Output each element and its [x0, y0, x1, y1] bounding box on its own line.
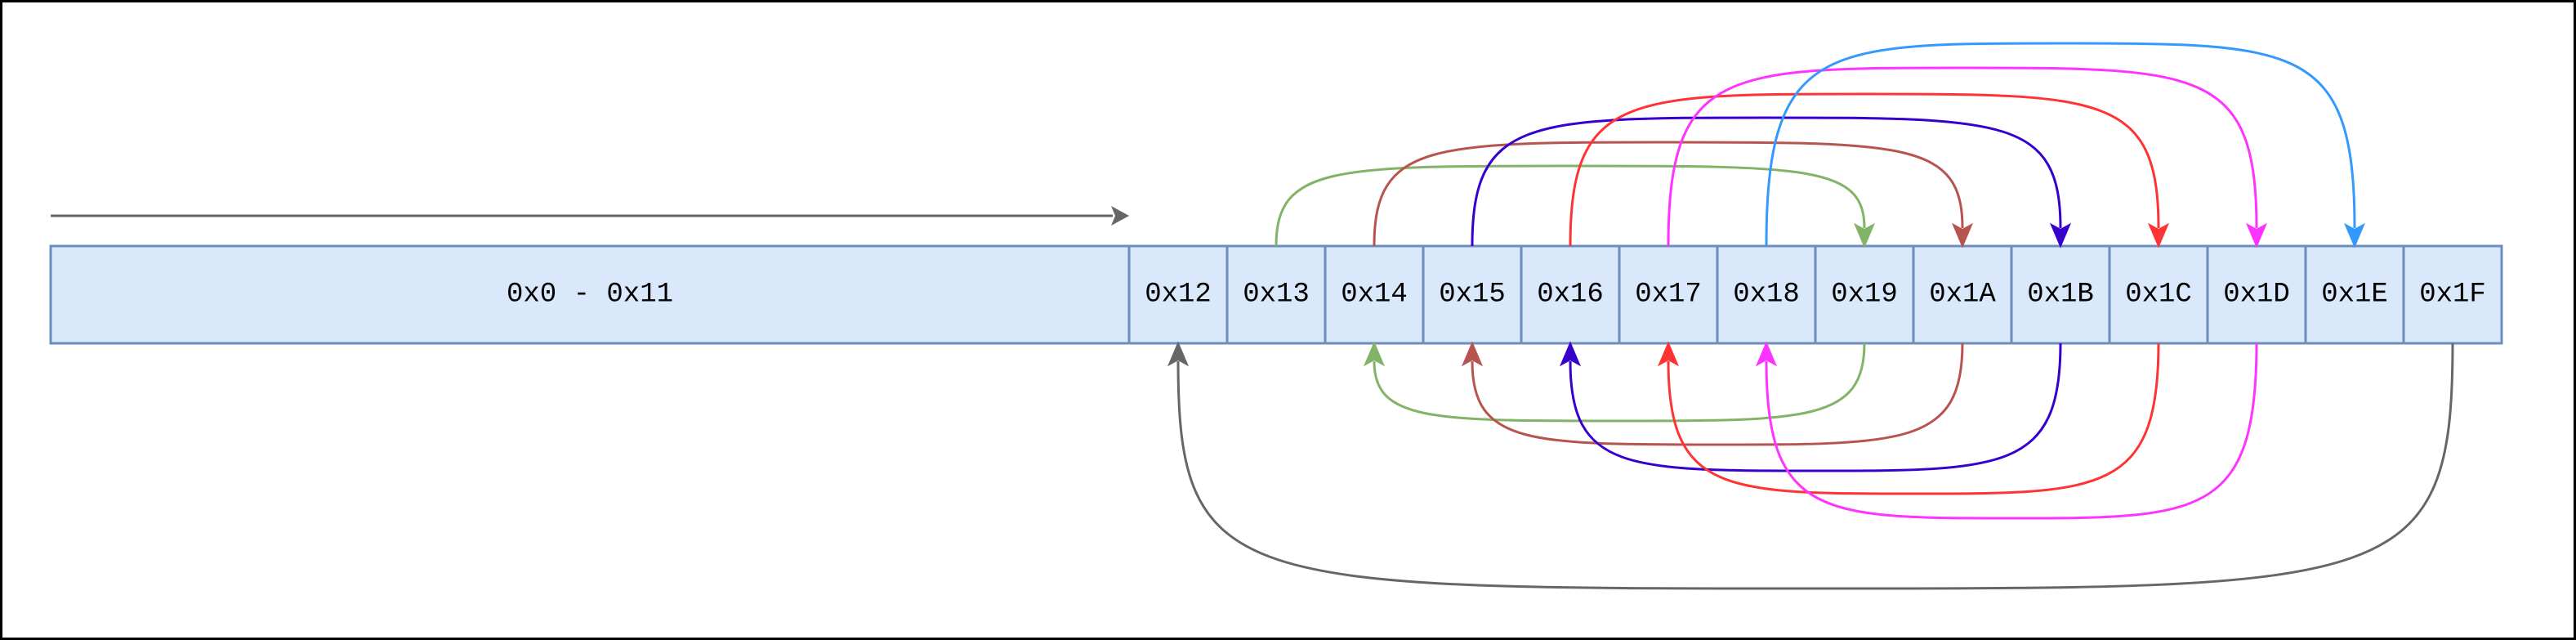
- memory-cell: 0x17: [1618, 244, 1719, 345]
- arrow-0x1A-to-0x15: [1461, 341, 1964, 446]
- memory-cell: 0x13: [1225, 244, 1327, 345]
- arrow-0x19-to-0x14: [1363, 341, 1866, 423]
- arrow-head: [2343, 222, 2366, 248]
- cell-label: 0x12: [1145, 280, 1212, 311]
- cell-label: 0x19: [1831, 280, 1898, 311]
- arrow-head: [1853, 222, 1876, 248]
- memory-cell: 0x14: [1324, 244, 1425, 345]
- memory-cell: 0x1F: [2402, 244, 2503, 345]
- cell-box: [2402, 244, 2503, 345]
- arrow-0x1C-to-0x17: [1657, 341, 2160, 495]
- arrow-head: [2049, 222, 2072, 248]
- cell-label: 0x14: [1341, 280, 1408, 311]
- cell-box: [1225, 244, 1327, 345]
- arrow-head: [1755, 341, 1778, 367]
- arrow-curve: [1373, 141, 1964, 247]
- arrow-0x15-to-0x1B: [1471, 116, 2072, 248]
- cell-label: 0x1E: [2321, 280, 2388, 311]
- cell-label: 0x1C: [2125, 280, 2192, 311]
- memory-cell: 0x1B: [2010, 244, 2111, 345]
- cell-label: 0x17: [1635, 280, 1702, 311]
- cell-label: 0x1A: [1929, 280, 1996, 311]
- cell-box: [1324, 244, 1425, 345]
- memory-cell: 0x1A: [1912, 244, 2013, 345]
- memory-cell: 0x1D: [2206, 244, 2307, 345]
- arrow-head: [1559, 341, 1582, 367]
- arrow-head: [1363, 341, 1386, 367]
- cell-box: [1520, 244, 1621, 345]
- memory-cell: 0x19: [1814, 244, 1915, 345]
- arrow-curve: [1765, 42, 2356, 247]
- arrow-curve: [1275, 164, 1866, 247]
- arrow-0x13-to-0x19: [1275, 164, 1876, 248]
- memory-range-block: 0x0 - 0x11: [49, 244, 1131, 345]
- arrow-curve: [1471, 342, 1964, 446]
- arrow-0x1D-to-0x18: [1755, 341, 2258, 520]
- cell-label: 0x0 - 0x11: [507, 280, 673, 311]
- arrow-curve: [1569, 92, 2160, 247]
- cell-label: 0x1D: [2223, 280, 2290, 311]
- arrow-head: [1461, 341, 1484, 367]
- lead-arrow: [51, 206, 1129, 226]
- arrow-curve: [1373, 342, 1866, 423]
- arrow-0x14-to-0x1A: [1373, 141, 1974, 248]
- memory-cells: 0x0 - 0x11 0x12 0x13 0x14 0x15 0x16 0x17 0x18 0x…: [49, 244, 2503, 345]
- memory-cell: 0x15: [1422, 244, 1523, 345]
- cell-label: 0x16: [1537, 280, 1604, 311]
- memory-cell: 0x16: [1520, 244, 1621, 345]
- arrow-curve: [1667, 342, 2160, 495]
- pointer-arrows: [1167, 42, 2454, 590]
- cell-box: [2206, 244, 2307, 345]
- arrow-head: [1951, 222, 1974, 248]
- arrow-curve: [1667, 66, 2258, 247]
- cell-label: 0x1F: [2419, 280, 2486, 311]
- cell-label: 0x13: [1243, 280, 1310, 311]
- cell-box: [49, 244, 1131, 345]
- arrow-head: [1657, 341, 1680, 367]
- cell-box: [1618, 244, 1719, 345]
- arrow-head: [2245, 222, 2268, 248]
- memory-cell: 0x12: [1127, 244, 1229, 345]
- cell-label: 0x15: [1439, 280, 1506, 311]
- arrow-head: [1167, 341, 1190, 367]
- arrow-curve: [1176, 342, 2454, 590]
- arrow-0x1F-to-0x12: [1167, 341, 2454, 590]
- memory-cell: 0x1C: [2108, 244, 2209, 345]
- cell-label: 0x18: [1733, 280, 1800, 311]
- arrow-0x18-to-0x1E: [1765, 42, 2366, 248]
- cell-box: [2304, 244, 2405, 345]
- memory-cell: 0x18: [1716, 244, 1817, 345]
- arrow-0x16-to-0x1C: [1569, 92, 2170, 248]
- arrow-0x1B-to-0x16: [1559, 341, 2062, 472]
- arrow-0x17-to-0x1D: [1667, 66, 2268, 248]
- arrow-curve: [1471, 116, 2062, 247]
- arrow-head: [2147, 222, 2170, 248]
- arrow-curve: [1569, 342, 2062, 472]
- cell-label: 0x1B: [2027, 280, 2094, 311]
- memory-cell: 0x1E: [2304, 244, 2405, 345]
- arrow-curve: [1765, 342, 2258, 520]
